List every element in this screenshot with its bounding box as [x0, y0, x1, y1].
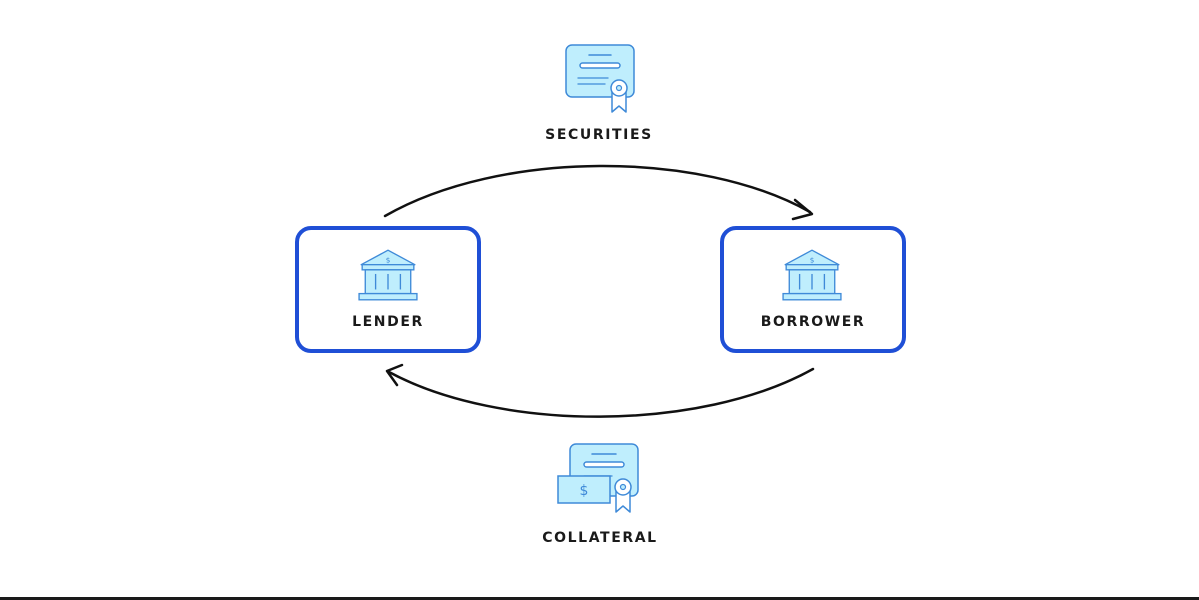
securities-label: SECURITIES [545, 127, 653, 143]
borrower-label: BORROWER [761, 314, 866, 330]
lender-node: LENDER [295, 226, 481, 353]
securities-flow-arrow [383, 164, 812, 218]
bottom-divider [0, 597, 1199, 600]
securities-arrowhead [791, 198, 814, 221]
svg-text:$: $ [580, 483, 589, 499]
collateral-arrowhead [385, 363, 404, 387]
lender-label: LENDER [352, 314, 424, 330]
collateral-label: COLLATERAL [542, 530, 657, 546]
certificate-icon [565, 44, 635, 113]
borrower-node: BORROWER [720, 226, 906, 353]
collateral-icon: $ [557, 443, 639, 513]
collateral-flow-arrow [387, 367, 815, 418]
